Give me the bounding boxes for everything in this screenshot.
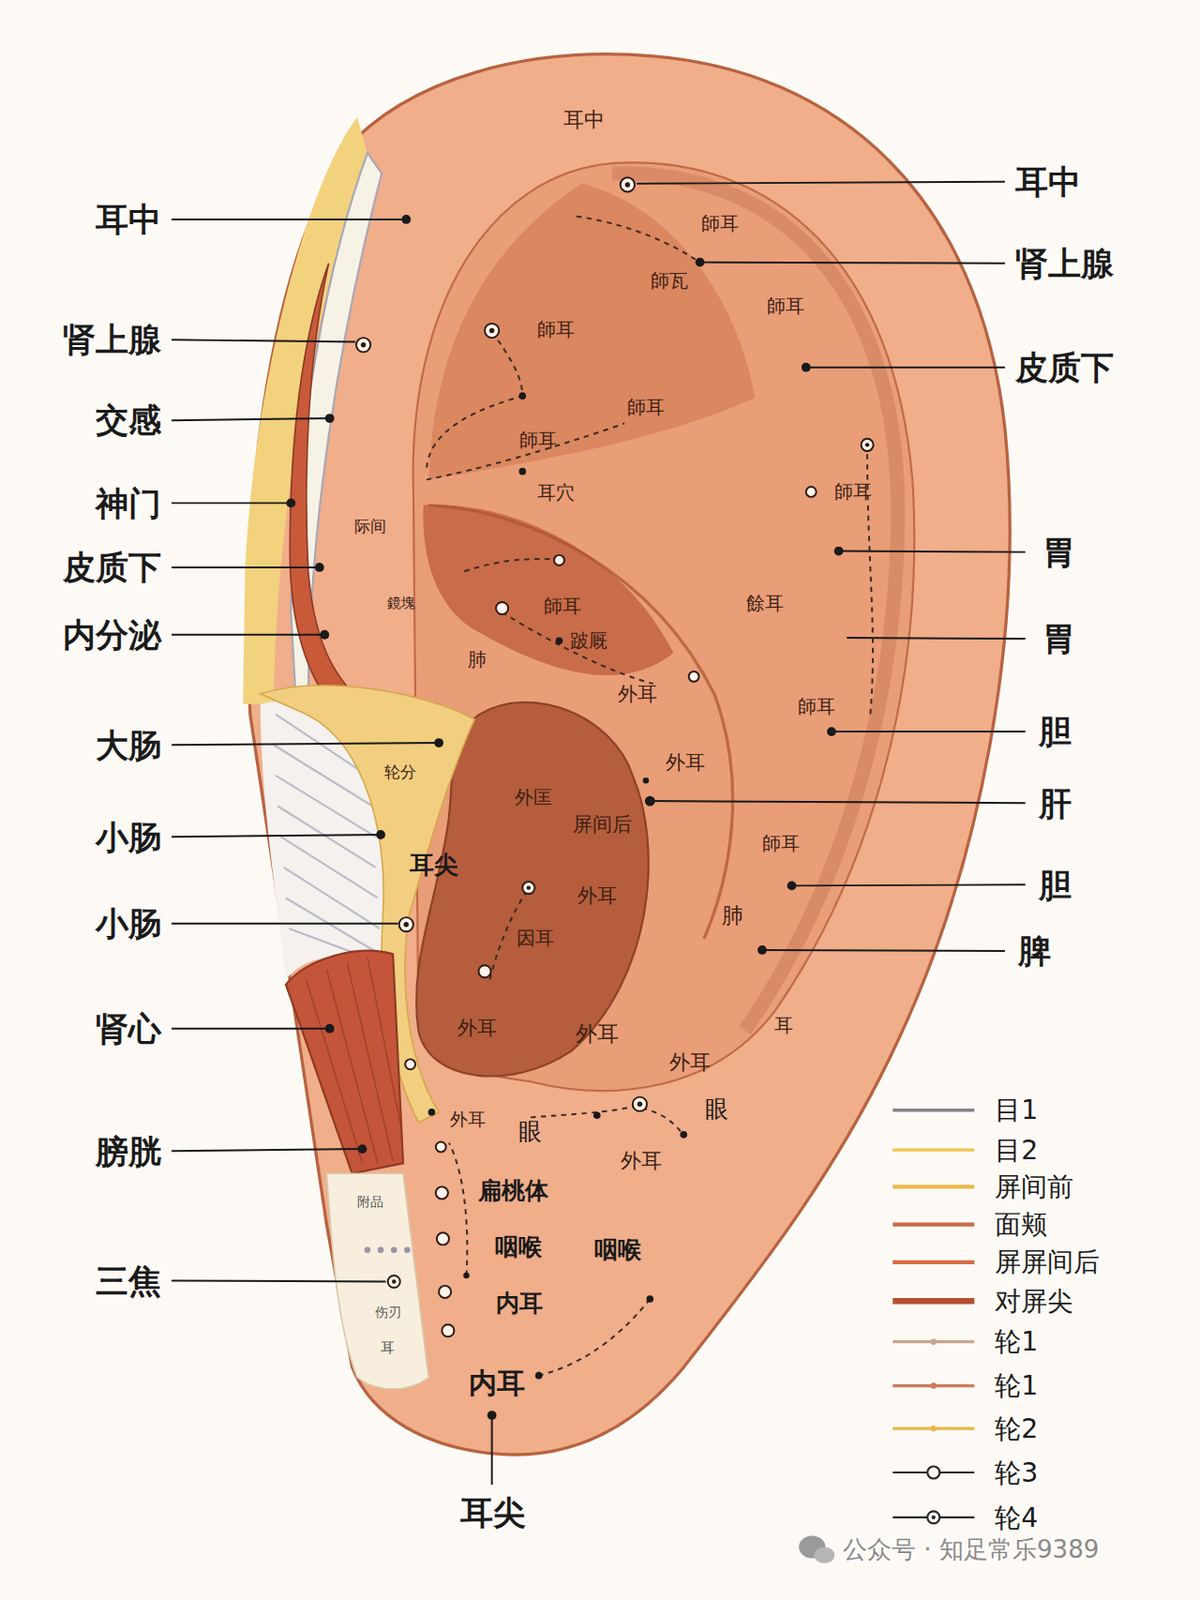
legend-text: 轮4 xyxy=(994,1502,1038,1532)
point-label: 内分泌 xyxy=(62,616,162,653)
dashed-lines xyxy=(426,216,873,1376)
point-label: 師耳 xyxy=(701,214,739,236)
point-label: 肾上腺 xyxy=(1015,245,1114,282)
point-label: 咽喉 xyxy=(495,1233,542,1260)
point-label: 肺 xyxy=(467,649,487,671)
point-label: 脾 xyxy=(1018,932,1051,969)
point-label: 神门 xyxy=(95,484,162,521)
point-label: 跛厩 xyxy=(570,630,608,652)
point-label: 師耳 xyxy=(543,596,582,617)
point-label: 外耳 xyxy=(617,683,658,705)
legend-text: 对屏尖 xyxy=(994,1286,1074,1316)
point-label: 耳 xyxy=(774,1015,794,1036)
point-label: 胃 xyxy=(1042,534,1076,570)
watermark: 公众号 · 知足常乐9389 xyxy=(842,1535,1099,1563)
legend-text: 目2 xyxy=(994,1135,1038,1165)
leader-lines xyxy=(171,181,1026,1485)
point-label: 師耳 xyxy=(762,833,800,855)
point-label: 膀胱 xyxy=(95,1133,162,1170)
legend-text: 轮1 xyxy=(994,1327,1038,1357)
point-label: 因耳 xyxy=(516,929,555,950)
point-label: 胃 xyxy=(1042,620,1076,657)
point-label: 皮质下 xyxy=(62,549,162,585)
point-label: 鏡塊 xyxy=(387,595,416,612)
legend-text: 轮2 xyxy=(994,1413,1038,1443)
wechat-icon xyxy=(798,1534,835,1562)
leader-dots xyxy=(285,214,843,1420)
legend-text: 轮3 xyxy=(994,1457,1038,1487)
point-label: 屏间后 xyxy=(572,813,632,836)
point-label: 耳尖 xyxy=(409,851,459,879)
point-label: 師瓦 xyxy=(650,271,689,293)
point-label: 外耳 xyxy=(577,884,617,906)
point-label: 耳尖 xyxy=(460,1494,526,1530)
point-label: 小肠 xyxy=(95,905,162,942)
point-label: 耳中 xyxy=(563,108,605,132)
legend-text: 屏屏间后 xyxy=(994,1247,1100,1277)
point-label: 肾心 xyxy=(95,1010,162,1047)
point-label: 扁桃体 xyxy=(478,1177,549,1204)
point-label: 師耳 xyxy=(834,481,872,503)
point-label: 師耳 xyxy=(519,430,557,451)
point-label: 伤刃 xyxy=(375,1305,402,1320)
point-label: 師耳 xyxy=(766,296,805,317)
red-muscle xyxy=(285,950,404,1173)
point-label: 外匡 xyxy=(514,787,553,809)
legend-text: 屏间前 xyxy=(994,1171,1074,1201)
legend-text: 轮1 xyxy=(994,1371,1038,1401)
point-label: 眼 xyxy=(518,1118,542,1145)
point-label: 外耳 xyxy=(620,1149,662,1172)
point-label: 師耳 xyxy=(627,398,665,420)
muscle-fibres xyxy=(306,957,401,1164)
point-label: 肾上腺 xyxy=(62,321,162,358)
marker-centres xyxy=(360,181,870,1284)
point-label: 師耳 xyxy=(797,697,836,719)
point-label: 皮质下 xyxy=(1015,349,1114,386)
point-label: 内耳 xyxy=(468,1366,525,1399)
point-label: 師耳 xyxy=(537,319,575,341)
legend-text: 目1 xyxy=(994,1095,1038,1125)
point-label: 外耳 xyxy=(669,1050,711,1074)
point-label: 肝 xyxy=(1038,784,1072,821)
point-label: 耳中 xyxy=(1015,164,1081,200)
legend-samples xyxy=(892,1110,975,1517)
point-label: 眼 xyxy=(705,1095,729,1123)
point-markers xyxy=(356,177,874,1336)
legend-sample-dots xyxy=(927,1337,940,1523)
point-label: 肺 xyxy=(721,904,744,929)
point-label: 餘耳 xyxy=(746,594,784,615)
lobe-dots xyxy=(364,1246,411,1254)
point-label: 大肠 xyxy=(95,726,162,763)
point-label: 耳中 xyxy=(95,201,162,238)
legend-text: 面颊 xyxy=(994,1210,1048,1240)
red-band xyxy=(289,263,364,715)
point-label: 际间 xyxy=(354,517,387,536)
antihelix xyxy=(413,162,915,1091)
point-label: 胆 xyxy=(1038,867,1072,903)
point-label: 胆 xyxy=(1038,713,1072,750)
point-label: 轮分 xyxy=(384,763,417,781)
point-label: 内耳 xyxy=(495,1290,543,1317)
point-label: 小肠 xyxy=(95,818,162,855)
point-label: 外耳 xyxy=(665,751,705,774)
point-label: 外耳 xyxy=(450,1110,486,1129)
point-label: 三焦 xyxy=(95,1262,162,1299)
triangular-fossa xyxy=(428,183,755,480)
point-label: 外耳 xyxy=(575,1021,619,1046)
point-label: 耳穴 xyxy=(537,482,575,504)
point-label: 耳 xyxy=(380,1338,395,1355)
ear-outline xyxy=(248,54,1011,1455)
point-label: 交感 xyxy=(95,402,162,438)
point-label: 咽喉 xyxy=(594,1237,642,1264)
point-label: 外耳 xyxy=(457,1017,497,1039)
point-label: 附品 xyxy=(357,1194,384,1210)
